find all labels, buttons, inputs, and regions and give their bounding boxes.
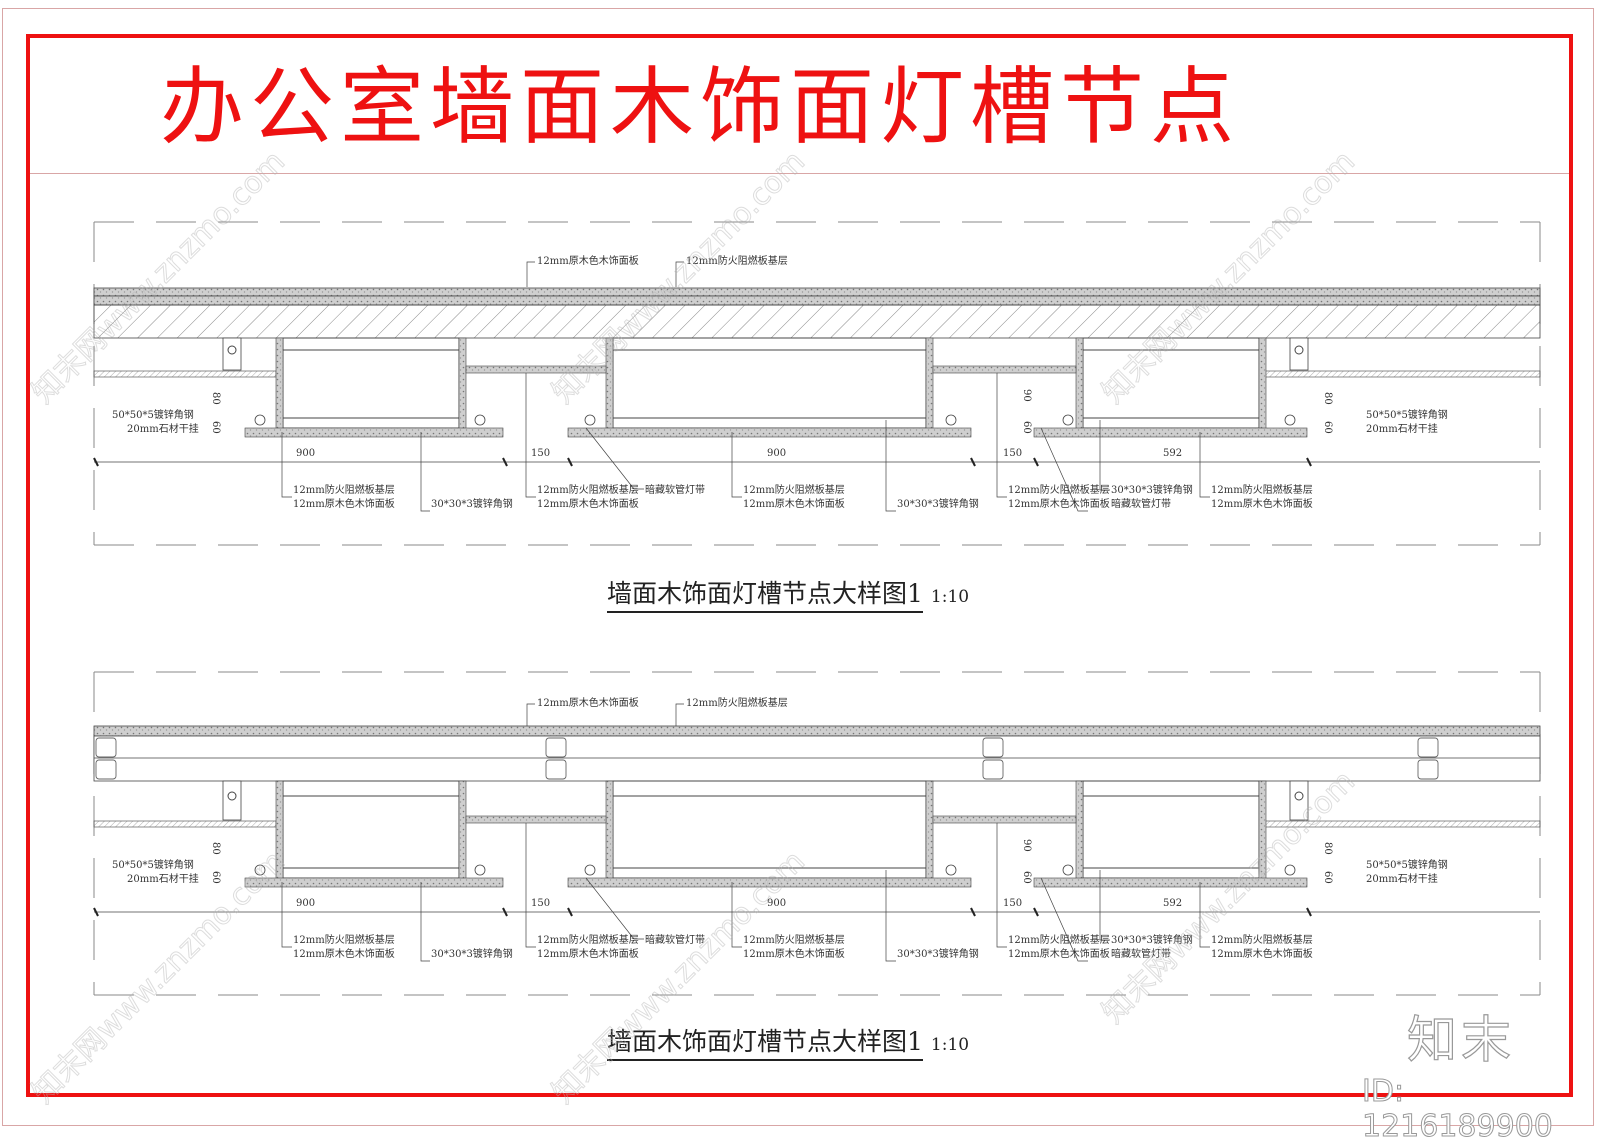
- label-right-stone: 20mm石材干挂: [1366, 424, 1438, 435]
- label-b1-l1: 12mm防火阻燃板基层: [293, 485, 395, 496]
- dim-right-upper: 80: [1322, 842, 1333, 855]
- label-b8-l2: 暗藏软管灯带: [1111, 499, 1171, 510]
- dim-150-a: 150: [531, 898, 551, 909]
- watermark-logo: 知末: [1406, 1010, 1515, 1069]
- dim-150-b: 150: [1003, 448, 1023, 459]
- label-left-steel: 50*50*5镀锌角钢: [112, 410, 194, 421]
- label-b9-l2: 12mm原木色木饰面板: [1211, 949, 1313, 960]
- label-b8-l1: 30*30*3镀锌角钢: [1111, 935, 1193, 946]
- label-b5-l1: 12mm防火阻燃板基层: [743, 935, 845, 946]
- caption-scale: 1:10: [930, 587, 970, 607]
- dim-mid-lower: 60: [1021, 871, 1032, 884]
- label-b4-l1: 暗藏软管灯带: [645, 935, 705, 946]
- dim-592: 592: [1163, 898, 1183, 909]
- drawing-caption-1: 墙面木饰面灯槽节点大样图1 1:10: [607, 574, 970, 613]
- label-b7-l2: 12mm原木色木饰面板: [1008, 499, 1110, 510]
- dim-592: 592: [1163, 448, 1183, 459]
- label-base-layer: 12mm防火阻燃板基层: [686, 256, 788, 267]
- sheet-outer-border: [2, 8, 1594, 1126]
- label-b5-l1: 12mm防火阻燃板基层: [743, 485, 845, 496]
- label-b8-l2: 暗藏软管灯带: [1111, 949, 1171, 960]
- dim-right-upper: 80: [1322, 392, 1333, 405]
- label-b3-l1: 12mm防火阻燃板基层: [537, 485, 639, 496]
- label-b5-l2: 12mm原木色木饰面板: [743, 949, 845, 960]
- dim-left-upper: 80: [210, 842, 221, 855]
- label-b3-l1: 12mm防火阻燃板基层: [537, 935, 639, 946]
- label-b9-l1: 12mm防火阻燃板基层: [1211, 935, 1313, 946]
- dim-900-a: 900: [296, 898, 316, 909]
- label-b9-l1: 12mm防火阻燃板基层: [1211, 485, 1313, 496]
- caption-title: 墙面木饰面灯槽节点大样图1: [607, 1027, 923, 1061]
- watermark-id: ID: 1216189900: [1362, 1074, 1554, 1144]
- label-left-steel: 50*50*5镀锌角钢: [112, 860, 194, 871]
- label-finish-panel: 12mm原木色木饰面板: [537, 698, 639, 709]
- label-b8-l1: 30*30*3镀锌角钢: [1111, 485, 1193, 496]
- label-right-steel: 50*50*5镀锌角钢: [1366, 410, 1448, 421]
- dim-mid-upper: 90: [1021, 839, 1032, 852]
- dim-left-lower: 60: [210, 871, 221, 884]
- label-b3-l2: 12mm原木色木饰面板: [537, 499, 639, 510]
- sheet-title: 办公室墙面木饰面灯槽节点: [160, 58, 1241, 156]
- dim-150-a: 150: [531, 448, 551, 459]
- dim-right-lower: 60: [1322, 871, 1333, 884]
- label-b7-l1: 12mm防火阻燃板基层: [1008, 935, 1110, 946]
- dim-mid-lower: 60: [1021, 421, 1032, 434]
- drawing-caption-2: 墙面木饰面灯槽节点大样图1 1:10: [607, 1022, 970, 1061]
- label-b1-l2: 12mm原木色木饰面板: [293, 949, 395, 960]
- dim-right-lower: 60: [1322, 421, 1333, 434]
- dim-mid-upper: 90: [1021, 389, 1032, 402]
- label-b2-l2: 30*30*3镀锌角钢: [431, 499, 513, 510]
- dim-900-a: 900: [296, 448, 316, 459]
- label-b7-l1: 12mm防火阻燃板基层: [1008, 485, 1110, 496]
- label-finish-panel: 12mm原木色木饰面板: [537, 256, 639, 267]
- label-b2-l2: 30*30*3镀锌角钢: [431, 949, 513, 960]
- section-drawing-1: [93, 221, 1541, 546]
- label-right-stone: 20mm石材干挂: [1366, 874, 1438, 885]
- label-b5-l2: 12mm原木色木饰面板: [743, 499, 845, 510]
- label-base-layer: 12mm防火阻燃板基层: [686, 698, 788, 709]
- dim-900-b: 900: [767, 898, 787, 909]
- sheet-red-frame: [26, 34, 1573, 1097]
- dim-left-lower: 60: [210, 421, 221, 434]
- section-drawing-2: [93, 671, 1541, 996]
- dim-150-b: 150: [1003, 898, 1023, 909]
- label-right-steel: 50*50*5镀锌角钢: [1366, 860, 1448, 871]
- label-b1-l2: 12mm原木色木饰面板: [293, 499, 395, 510]
- title-divider: [30, 173, 1569, 174]
- label-left-stone: 20mm石材干挂: [127, 874, 199, 885]
- dim-left-upper: 80: [210, 392, 221, 405]
- label-b9-l2: 12mm原木色木饰面板: [1211, 499, 1313, 510]
- label-b6-l2: 30*30*3镀锌角钢: [897, 499, 979, 510]
- caption-title: 墙面木饰面灯槽节点大样图1: [607, 579, 923, 613]
- label-b7-l2: 12mm原木色木饰面板: [1008, 949, 1110, 960]
- label-b6-l2: 30*30*3镀锌角钢: [897, 949, 979, 960]
- label-left-stone: 20mm石材干挂: [127, 424, 199, 435]
- label-b3-l2: 12mm原木色木饰面板: [537, 949, 639, 960]
- dim-900-b: 900: [767, 448, 787, 459]
- caption-scale: 1:10: [930, 1035, 970, 1055]
- label-b4-l1: 暗藏软管灯带: [645, 485, 705, 496]
- label-b1-l1: 12mm防火阻燃板基层: [293, 935, 395, 946]
